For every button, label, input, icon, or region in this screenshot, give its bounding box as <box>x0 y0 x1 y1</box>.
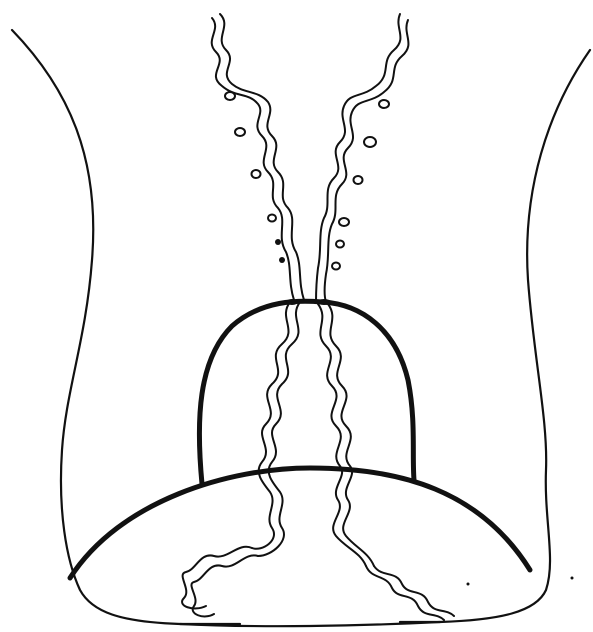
junction-knot-right <box>317 299 331 305</box>
bead <box>225 92 235 100</box>
speck <box>571 577 574 580</box>
bead <box>268 215 276 222</box>
strand-low-right-a <box>366 566 444 620</box>
strand-mid-right-b <box>328 304 374 566</box>
strand-low-left-a <box>182 547 252 609</box>
upper-dome <box>199 301 414 484</box>
bead <box>336 241 344 248</box>
bead <box>339 218 349 226</box>
bead <box>235 128 245 136</box>
strand-mid-right-a <box>318 304 366 566</box>
strand-mid-left-a <box>252 302 290 549</box>
strand-top-left-b <box>220 14 304 300</box>
bead <box>332 263 340 270</box>
bead <box>354 176 363 184</box>
speck <box>467 583 470 586</box>
junction-knot-left <box>286 299 298 305</box>
bead <box>379 100 389 108</box>
bead <box>275 239 281 245</box>
bead <box>252 170 261 178</box>
strand-mid-left-b <box>258 302 300 556</box>
lower-dome <box>70 468 530 578</box>
outer-right-wall <box>400 50 590 622</box>
outer-left-wall <box>12 30 240 624</box>
bead <box>364 137 376 147</box>
strand-low-right-b <box>374 566 454 616</box>
bead <box>279 257 285 263</box>
